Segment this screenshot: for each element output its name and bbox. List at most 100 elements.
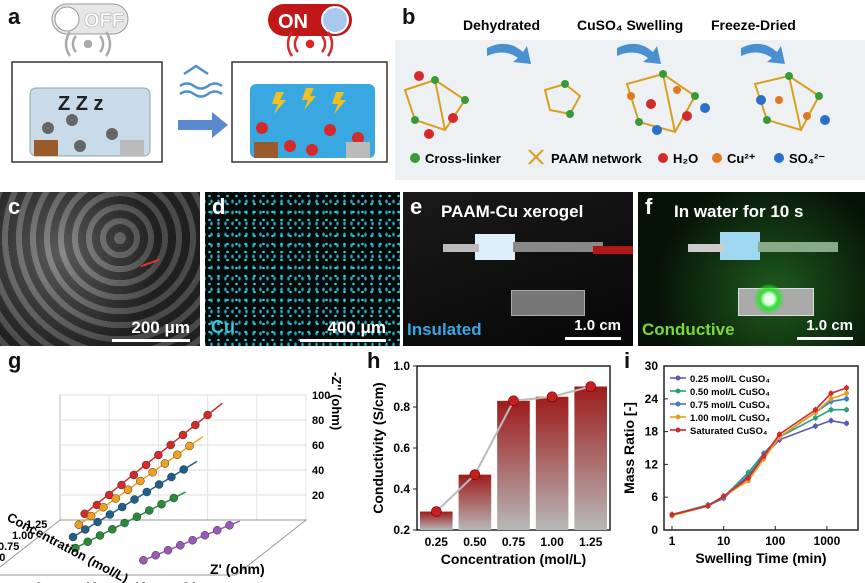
g-data-point <box>81 525 90 534</box>
i-legend-marker <box>675 414 681 420</box>
g-data-point <box>188 536 197 545</box>
i-data-point <box>828 407 834 413</box>
scale-text-c: 200 μm <box>131 318 190 337</box>
scale-bar-c <box>112 339 190 342</box>
g-data-point <box>130 495 139 504</box>
g-data-point <box>108 525 117 534</box>
i-legend-label: 1.00 mol/L CuSO₄ <box>690 413 770 424</box>
panel-label-d: d <box>212 194 226 219</box>
g-data-point <box>176 541 185 550</box>
g-y-tick: 100 <box>312 390 330 402</box>
g-z-tick: 1.25 <box>26 519 47 531</box>
i-series-line <box>671 392 847 517</box>
scale-text-e: 1.0 cm <box>574 317 621 334</box>
scale-bar-f <box>797 337 853 340</box>
panel-e-photo: PAAM-Cu xerogel Insulated 1.0 cm <box>403 192 633 346</box>
i-data-point <box>828 396 834 402</box>
network-4 <box>753 74 821 132</box>
panel-label-g: g <box>8 348 22 373</box>
panel-b-schematic: Dehydrated CuSO₄ Swelling Freeze-Dried C… <box>395 17 865 180</box>
g-data-point <box>191 420 200 430</box>
g-x-tick: 6 <box>35 580 42 583</box>
g-data-point <box>123 485 133 494</box>
ion-dots-on <box>256 122 364 156</box>
panel-label-a: a <box>8 4 21 29</box>
g-data-point <box>117 502 127 512</box>
i-x-tick: 10 <box>717 534 731 548</box>
i-plot-frame <box>663 365 859 531</box>
g-data-point <box>212 526 222 535</box>
g-data-point <box>129 470 139 480</box>
scale-bar-d <box>300 339 386 342</box>
g-data-point <box>68 532 78 542</box>
i-data-point <box>812 415 818 421</box>
led-board-off <box>511 290 585 316</box>
g-data-point <box>83 537 92 546</box>
g-data-point <box>172 450 182 459</box>
g-data-point <box>104 490 114 500</box>
panel-b-background <box>395 40 865 180</box>
cu-distribution-dots <box>205 192 400 346</box>
g-data-point <box>132 512 142 521</box>
g-data-point <box>154 450 163 460</box>
h-data-point <box>508 395 519 407</box>
i-y-tick: 6 <box>651 490 658 504</box>
h-data-point <box>431 506 442 517</box>
panel-d-eds-map: Cu 400 μm <box>205 192 400 346</box>
i-data-point <box>828 418 834 424</box>
step-dehydrated: Dehydrated <box>463 17 540 33</box>
g-x-tick: 12 <box>84 580 98 583</box>
panel-f-photo: In water for 10 s Conductive 1.0 cm <box>638 192 865 346</box>
g-data-point <box>148 468 157 477</box>
i-y-tick: 24 <box>645 392 659 406</box>
g-data-point <box>99 503 108 512</box>
i-data-point <box>812 423 818 429</box>
i-x-label: Swelling Time (min) <box>695 550 826 566</box>
title-e: PAAM-Cu xerogel <box>441 202 584 221</box>
legend-crosslinker-icon <box>410 153 420 163</box>
sem-texture <box>0 192 200 346</box>
i-data-point <box>761 453 767 459</box>
i-data-point <box>745 475 751 481</box>
g-data-point <box>136 476 145 486</box>
h-bar <box>458 474 492 530</box>
g-y-tick: 20 <box>312 490 324 502</box>
h-y-tick: 0.2 <box>393 523 410 537</box>
panel-c-sem-image: 200 μm <box>0 192 200 346</box>
scale-text-d: 400 μm <box>327 318 386 337</box>
title-f: In water for 10 s <box>674 202 804 221</box>
panel-label-e: e <box>410 194 423 219</box>
signal-on-icon <box>286 31 334 57</box>
i-data-point <box>745 470 751 476</box>
step-swelling: CuSO₄ Swelling <box>577 17 683 33</box>
g-y-label: -Z'' (ohm) <box>329 372 344 430</box>
g-data-point <box>185 441 194 451</box>
i-data-point <box>812 407 818 413</box>
electrode-left-off <box>34 140 58 156</box>
ion-dots-off <box>42 114 118 152</box>
g-data-point <box>163 546 173 555</box>
g-x-label: Z' (ohm) <box>210 561 265 577</box>
g-data-point <box>179 465 188 474</box>
g-fit-line <box>75 491 186 549</box>
status-conductive: Conductive <box>642 320 735 339</box>
g-data-point <box>139 556 148 565</box>
electrode-right-on <box>346 142 370 158</box>
g-data-point <box>141 460 151 470</box>
h-x-tick: 1.25 <box>579 535 603 549</box>
i-legend-marker <box>675 375 681 381</box>
g-data-point <box>95 531 105 540</box>
g-data-point <box>142 487 152 497</box>
i-data-point <box>844 420 850 426</box>
off-label: OFF <box>84 10 124 32</box>
legend-network-icon <box>528 149 544 165</box>
g-z-tick: 1.00 <box>12 530 33 542</box>
clip-right <box>513 242 603 252</box>
h-x-tick: 0.50 <box>463 535 487 549</box>
on-label: ON <box>278 11 308 33</box>
h-y-tick: 0.4 <box>393 482 410 496</box>
legend-water: H₂O <box>673 151 698 166</box>
g-y-tick: 80 <box>312 415 324 427</box>
g-data-point <box>200 531 210 540</box>
